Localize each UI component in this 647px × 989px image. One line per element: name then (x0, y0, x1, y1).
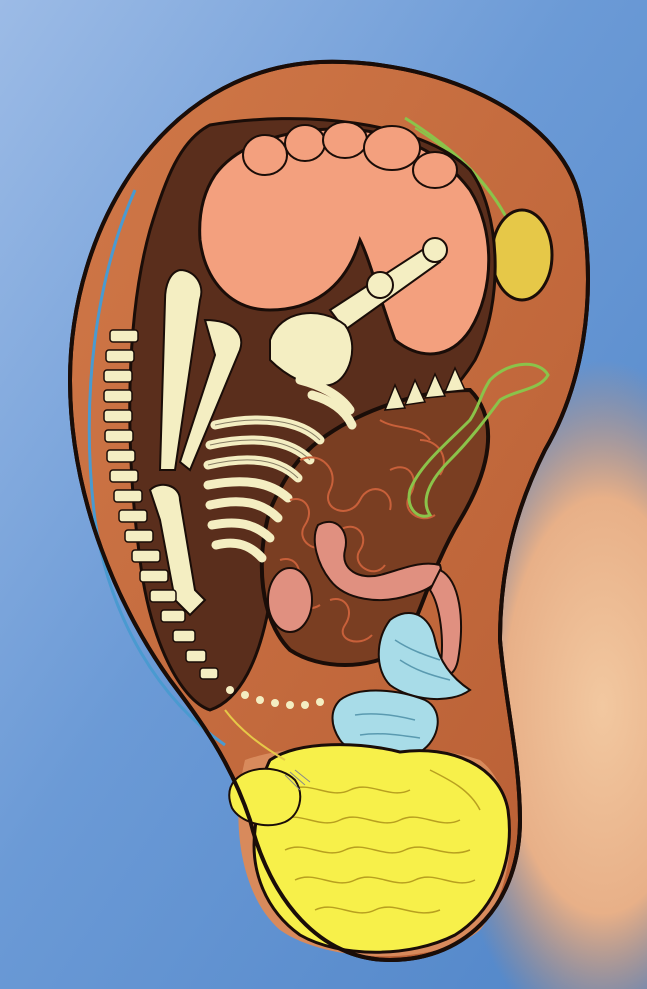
kidney-organ (268, 568, 312, 632)
brain-lobe (254, 745, 509, 953)
gland-top-right (492, 210, 552, 300)
